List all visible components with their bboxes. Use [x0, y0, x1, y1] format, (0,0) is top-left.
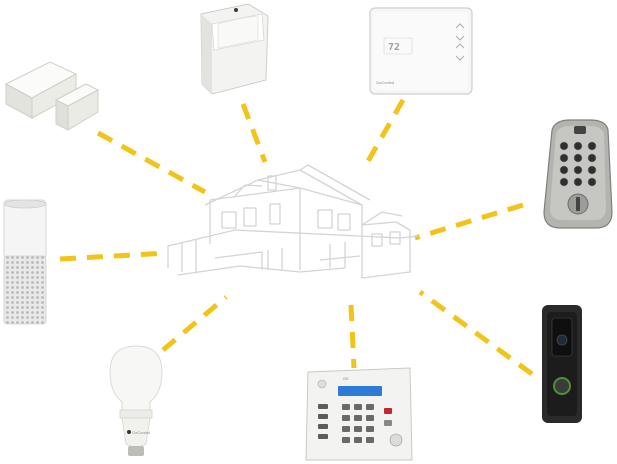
connector-bulb [161, 295, 228, 352]
bulb-brand: GoControl [132, 430, 150, 435]
connector-deadbolt [414, 202, 524, 241]
light-bulb-icon: GoControl [109, 345, 163, 456]
connector-doorbell [418, 289, 534, 377]
connector-motion-sensor [240, 103, 268, 163]
house-icon [167, 164, 419, 279]
connector-lines [59, 98, 534, 377]
alarm-keypad-icon: GE [305, 367, 413, 461]
smart-speaker-icon [3, 199, 47, 325]
connector-speaker [59, 250, 169, 262]
connector-door-sensor [96, 130, 207, 195]
door-window-sensor-icon [4, 61, 100, 131]
thermostat-brand: GoControl [376, 80, 394, 85]
thermostat-icon: 72 GoControl [369, 7, 473, 95]
motion-sensor-icon [200, 3, 269, 95]
panel-brand: GE [343, 376, 349, 381]
keypad-deadbolt-icon [543, 119, 613, 229]
connector-thermostat [360, 98, 406, 172]
video-doorbell-icon [542, 305, 582, 423]
thermostat-readout: 72 [388, 42, 400, 53]
connector-panel [348, 304, 357, 369]
